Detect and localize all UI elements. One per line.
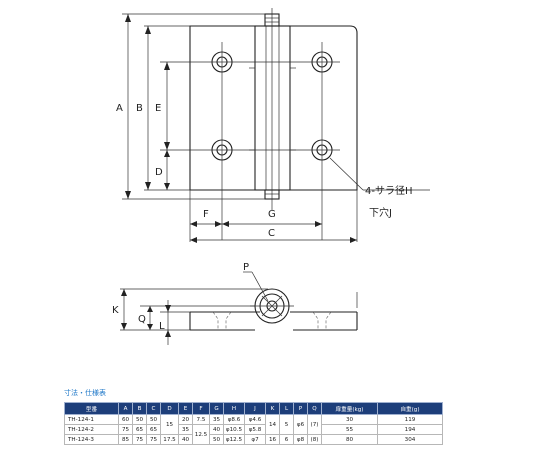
hinge-side-view <box>189 288 358 331</box>
cell-A: 75 <box>118 424 133 435</box>
cell-G: 50 <box>209 434 224 445</box>
cell-self-weight: 304 <box>377 434 443 445</box>
cell-A: 60 <box>118 414 133 425</box>
dimension-D-label: D <box>155 167 163 178</box>
cell-door-weight: 80 <box>321 434 378 445</box>
cell-door-weight: 30 <box>321 414 378 425</box>
cell-P: φ6 <box>293 414 308 435</box>
cell-E: 40 <box>178 434 193 445</box>
cell-A: 85 <box>118 434 133 445</box>
cell-K: 16 <box>265 434 280 445</box>
dimension-B: B <box>136 26 151 190</box>
cell-H: φ10.5 <box>223 424 245 435</box>
dimension-B-label: B <box>136 103 143 114</box>
table-title: 寸法・仕様表 <box>64 389 106 397</box>
header-K: K <box>265 402 280 415</box>
cell-J: φ5.8 <box>244 424 266 435</box>
dimension-L: L <box>159 300 171 345</box>
hinge-front-view <box>160 8 358 240</box>
cell-C: 50 <box>146 414 161 425</box>
header-self-weight: 自重(g) <box>377 402 443 415</box>
cell-G: 40 <box>209 424 224 435</box>
cell-B: 65 <box>132 424 147 435</box>
cell-P: φ8 <box>293 434 308 445</box>
cell-J: φ4.6 <box>244 414 266 425</box>
cell-E: 35 <box>178 424 193 435</box>
table-row: TH-124-2 75 65 65 35 12.5 40 φ10.5 φ5.8 … <box>64 424 443 445</box>
cell-F: 7.5 <box>192 414 210 425</box>
dimension-F: F <box>190 209 222 227</box>
cell-model: TH-124-3 <box>64 434 119 445</box>
header-H: H <box>223 402 245 415</box>
cell-door-weight: 55 <box>321 424 378 435</box>
header-G: G <box>209 402 224 415</box>
dimension-A: A <box>116 14 131 199</box>
spec-table: 型番 A B C D E F G H J K L P Q 扉重量(kg) 自重(… <box>64 402 443 445</box>
cell-Q: (7) <box>307 414 322 435</box>
header-model: 型番 <box>64 402 119 415</box>
cell-model: TH-124-2 <box>64 424 119 435</box>
cell-C: 65 <box>146 424 161 435</box>
dimension-F-label: F <box>203 209 209 220</box>
header-L: L <box>279 402 294 415</box>
hinge-drawing: A B E D F G C 4-サラ径H 下穴J <box>112 8 430 345</box>
cell-B: 75 <box>132 434 147 445</box>
header-A: A <box>118 402 133 415</box>
cell-D: 15 <box>160 414 179 435</box>
dimension-E: E <box>155 62 170 150</box>
dimension-G: G <box>222 209 322 227</box>
header-F: F <box>192 402 210 415</box>
header-D: D <box>160 402 179 415</box>
dimension-C: C <box>190 228 357 243</box>
cell-F: 12.5 <box>192 424 210 445</box>
hole-note-line2: 下穴J <box>369 206 392 219</box>
hole-note-line1: 4-サラ径H <box>365 184 413 197</box>
dimension-A-label: A <box>116 103 123 114</box>
cell-L: 6 <box>279 434 294 445</box>
table-row: TH-124-1 60 50 50 15 20 7.5 35 φ8.6 φ4.6… <box>64 414 443 435</box>
hole-note: 4-サラ径H 下穴J <box>329 157 430 219</box>
header-C: C <box>146 402 161 415</box>
header-Q: Q <box>307 402 322 415</box>
cell-model: TH-124-1 <box>64 414 119 425</box>
dimension-Q: Q <box>138 306 153 330</box>
cell-self-weight: 119 <box>377 414 443 425</box>
cell-B: 50 <box>132 414 147 425</box>
cell-H: φ8.6 <box>223 414 245 425</box>
cell-D: 17.5 <box>160 434 179 445</box>
dimension-P: P <box>243 262 269 302</box>
header-door-weight: 扉重量(kg) <box>321 402 378 415</box>
dimension-Q-label: Q <box>138 314 146 325</box>
cell-J: φ7 <box>244 434 266 445</box>
cell-L: 5 <box>279 414 294 435</box>
dimension-G-label: G <box>268 209 276 220</box>
dimension-E-label: E <box>155 103 161 114</box>
cell-G: 35 <box>209 414 224 425</box>
cell-E: 20 <box>178 414 193 425</box>
header-E: E <box>178 402 193 415</box>
dimension-K: K <box>112 289 127 330</box>
dimension-C-label: C <box>268 228 275 239</box>
dimension-P-label: P <box>243 262 249 273</box>
table-header-row: 型番 A B C D E F G H J K L P Q 扉重量(kg) 自重(… <box>64 402 443 415</box>
table-row: TH-124-3 85 75 75 17.5 40 50 φ12.5 φ7 16… <box>64 434 443 445</box>
cell-Q: (8) <box>307 434 322 445</box>
cell-K: 14 <box>265 414 280 435</box>
cell-C: 75 <box>146 434 161 445</box>
header-P: P <box>293 402 308 415</box>
dimension-K-label: K <box>112 305 119 316</box>
header-B: B <box>132 402 147 415</box>
header-J: J <box>244 402 266 415</box>
dimension-L-label: L <box>159 321 165 332</box>
cell-self-weight: 194 <box>377 424 443 435</box>
dimension-D: D <box>155 150 170 190</box>
cell-H: φ12.5 <box>223 434 245 445</box>
